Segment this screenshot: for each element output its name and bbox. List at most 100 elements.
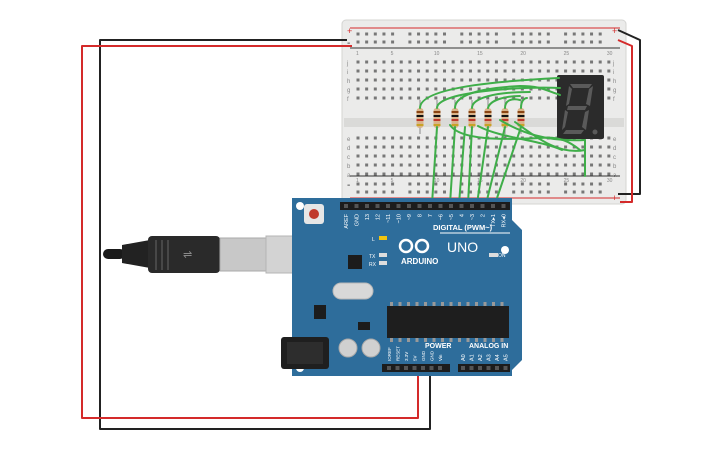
row-letter: g: [613, 88, 616, 94]
header-pin[interactable]: [417, 204, 422, 208]
resistor-band: [416, 119, 424, 121]
header-pin[interactable]: [501, 204, 506, 208]
breadboard-hole: [382, 69, 386, 73]
row-letter: h: [347, 79, 350, 85]
header-pin[interactable]: [449, 204, 453, 208]
breadboard-hole: [365, 145, 369, 149]
header-pin[interactable]: [395, 366, 400, 370]
wire-green-pin-1: [431, 126, 438, 205]
breadboard-hole: [590, 172, 594, 176]
row-letter: b: [347, 164, 351, 170]
rail-hole: [520, 182, 524, 186]
header-pin[interactable]: [404, 366, 408, 370]
breadboard-hole: [417, 136, 421, 140]
segment-f: [566, 86, 572, 106]
breadboard-hole: [408, 136, 412, 140]
header-pin[interactable]: [407, 204, 411, 208]
header-pin[interactable]: [503, 366, 508, 370]
rail-hole: [581, 182, 585, 186]
breadboard-hole: [564, 163, 568, 167]
header-pin[interactable]: [412, 366, 417, 370]
breadboard-hole: [494, 78, 498, 82]
rail-hole: [520, 190, 524, 194]
rail-hole: [581, 40, 585, 44]
breadboard-hole: [546, 69, 550, 73]
chip-pin: [432, 302, 436, 306]
usb-cable[interactable]: ⇌: [103, 235, 323, 274]
breadboard-hole: [382, 78, 386, 82]
breadboard-hole: [494, 96, 498, 100]
breadboard-hole: [408, 78, 412, 82]
breadboard-hole: [572, 163, 576, 167]
rail-hole: [382, 190, 386, 194]
header-pin[interactable]: [478, 366, 482, 370]
header-pin[interactable]: [429, 366, 434, 370]
segment-b: [586, 86, 593, 106]
header-pin[interactable]: [438, 366, 442, 370]
breadboard-hole: [365, 69, 369, 73]
rail-hole: [477, 40, 481, 44]
header-pin[interactable]: [438, 204, 443, 208]
header-pin[interactable]: [421, 366, 425, 370]
resistor-band: [484, 119, 492, 121]
header-pin[interactable]: [386, 204, 390, 208]
breadboard-hole: [607, 163, 611, 167]
row-letter: d: [613, 146, 616, 152]
resistor-band: [468, 119, 476, 121]
chip-pin: [449, 338, 453, 342]
breadboard-hole: [477, 145, 481, 149]
rail-hole: [590, 32, 594, 36]
column-number: 25: [564, 51, 570, 57]
breadboard-hole: [391, 78, 395, 82]
power-pin-label: 5V: [413, 355, 418, 361]
power-pin-label: 3.3V: [404, 352, 409, 361]
reset-button-cap[interactable]: [309, 209, 319, 219]
breadboard-hole: [460, 145, 464, 149]
breadboard-hole: [512, 172, 516, 176]
breadboard-hole: [529, 163, 533, 167]
header-pin[interactable]: [344, 204, 348, 208]
header-pin[interactable]: [428, 204, 432, 208]
column-number: 10: [434, 51, 440, 57]
header-pin[interactable]: [396, 204, 401, 208]
seven-segment-display[interactable]: 8: [557, 75, 604, 139]
rail-hole: [581, 190, 585, 194]
breadboard-hole: [555, 87, 559, 91]
header-pin[interactable]: [480, 204, 485, 208]
breadboard-hole: [425, 154, 429, 158]
power-jack-inner: [287, 342, 323, 364]
resistor-band: [468, 115, 476, 117]
breadboard-hole: [391, 145, 395, 149]
breadboard-hole: [468, 69, 472, 73]
resistor[interactable]: [416, 100, 424, 134]
breadboard-hole: [356, 136, 360, 140]
header-pin[interactable]: [495, 366, 499, 370]
rail-plus-label: +: [347, 26, 352, 36]
header-pin[interactable]: [470, 204, 474, 208]
header-pin[interactable]: [486, 366, 491, 370]
breadboard-hole: [590, 163, 594, 167]
rail-hole: [477, 32, 481, 36]
logo-text: ARDUINO: [401, 257, 438, 266]
header-pin[interactable]: [365, 204, 369, 208]
rail-hole: [391, 32, 395, 36]
rail-hole: [590, 182, 594, 186]
digital-pin-label: AREF: [344, 213, 350, 228]
row-letter: e: [613, 137, 617, 143]
row-letter: b: [613, 164, 617, 170]
header-pin[interactable]: [375, 204, 380, 208]
header-pin[interactable]: [469, 366, 474, 370]
segment-d: [563, 130, 584, 134]
header-pin[interactable]: [459, 204, 464, 208]
chip-pin: [492, 338, 495, 342]
header-pin[interactable]: [387, 366, 391, 370]
rail-hole: [460, 182, 464, 186]
header-pin[interactable]: [491, 204, 495, 208]
header-pin[interactable]: [461, 366, 465, 370]
breadboard-hole: [451, 69, 455, 73]
breadboard-hole: [520, 87, 524, 91]
breadboard-hole: [425, 172, 429, 176]
header-pin[interactable]: [354, 204, 359, 208]
rail-hole: [373, 182, 377, 186]
